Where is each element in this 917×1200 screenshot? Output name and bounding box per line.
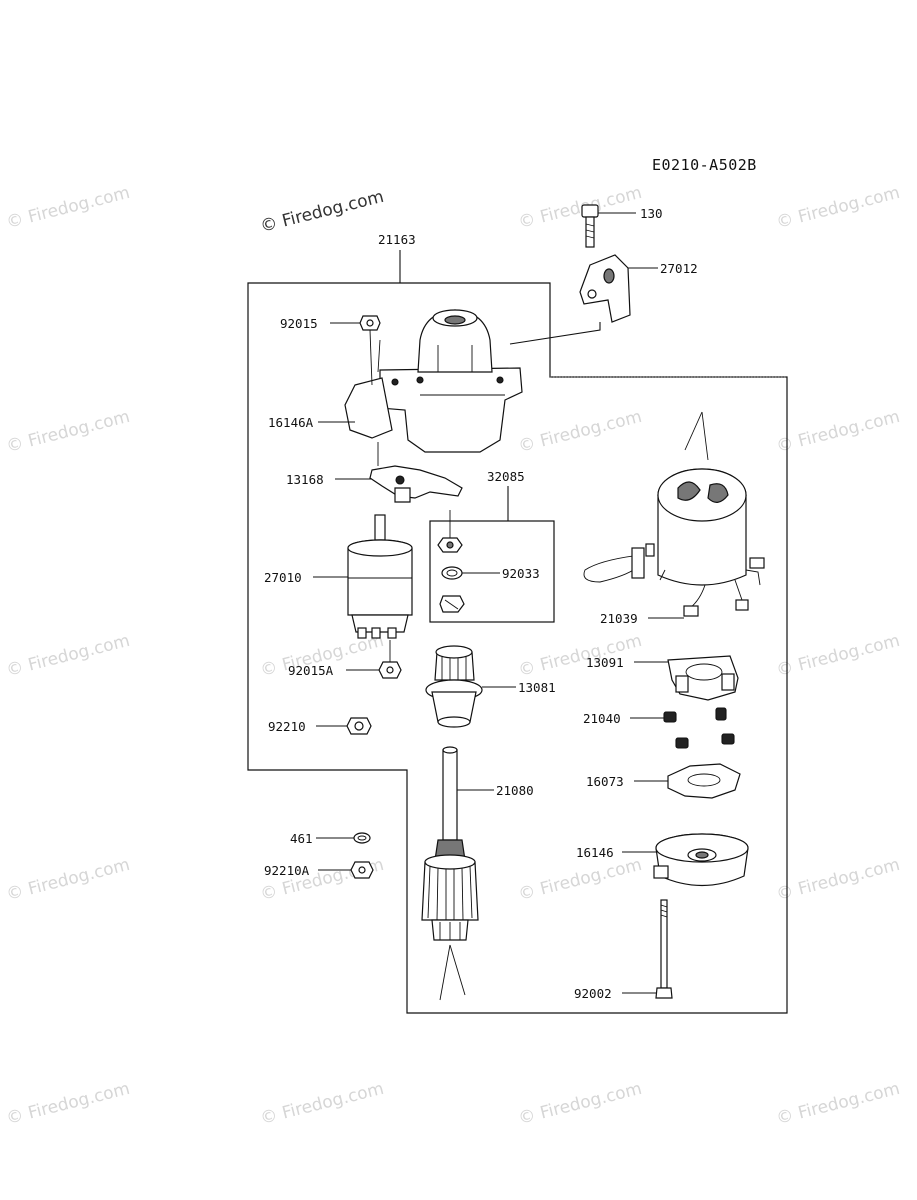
label-21080[interactable]: 21080 <box>496 783 534 798</box>
kit-32085-parts[interactable] <box>437 537 465 613</box>
springs-21040[interactable] <box>663 707 735 749</box>
end-cover-16146[interactable] <box>653 833 749 887</box>
credit-text: © Firedog.com <box>258 187 386 237</box>
watermark: © Firedog.com <box>4 1079 132 1129</box>
label-21163[interactable]: 21163 <box>378 232 416 247</box>
watermark: © Firedog.com <box>774 1079 902 1129</box>
label-92015A[interactable]: 92015A <box>288 663 334 678</box>
watermark: © Firedog.com <box>774 407 902 457</box>
watermark: © Firedog.com <box>4 407 132 457</box>
label-92210A[interactable]: 92210A <box>264 863 310 878</box>
watermark: © Firedog.com <box>4 855 132 905</box>
label-13091[interactable]: 13091 <box>586 655 624 670</box>
watermark: © Firedog.com <box>516 1079 644 1129</box>
watermark: © Firedog.com <box>4 183 132 233</box>
label-130[interactable]: 130 <box>640 206 663 221</box>
bracket-27012[interactable] <box>579 254 631 323</box>
nut-92015A[interactable] <box>378 661 402 679</box>
watermark: © Firedog.com <box>516 855 644 905</box>
label-13168[interactable]: 13168 <box>286 472 324 487</box>
nut-92210A[interactable] <box>350 861 374 879</box>
label-92210[interactable]: 92210 <box>268 719 306 734</box>
shift-lever-13168[interactable] <box>369 465 463 503</box>
label-21039[interactable]: 21039 <box>600 611 638 626</box>
label-16146[interactable]: 16146 <box>576 845 614 860</box>
watermark: © Firedog.com <box>516 183 644 233</box>
watermark: © Firedog.com <box>774 183 902 233</box>
nut-92210[interactable] <box>346 717 372 735</box>
yoke-21039[interactable] <box>583 411 765 617</box>
watermark: © Firedog.com <box>774 631 902 681</box>
washer-461[interactable] <box>353 832 371 844</box>
watermark: © Firedog.com <box>258 1079 386 1129</box>
armature-21080[interactable] <box>421 746 479 1001</box>
label-92033[interactable]: 92033 <box>502 566 540 581</box>
pinion-gear-13081[interactable] <box>425 645 483 728</box>
nut-92015[interactable] <box>359 315 381 331</box>
label-92015[interactable]: 92015 <box>280 316 318 331</box>
housing-16146A[interactable] <box>344 309 523 453</box>
diagram-code: E0210-A502B <box>652 156 757 174</box>
through-bolt-92002[interactable] <box>655 899 673 999</box>
watermark: © Firedog.com <box>516 631 644 681</box>
brush-holder-13091[interactable] <box>667 655 739 701</box>
kit-32085-box <box>429 520 555 623</box>
label-92002[interactable]: 92002 <box>574 986 612 1001</box>
label-13081[interactable]: 13081 <box>518 680 556 695</box>
watermark: © Firedog.com <box>774 855 902 905</box>
solenoid-27010[interactable] <box>347 514 413 639</box>
part-labels: 130 27012 21163 92015 16146A 13168 32085… <box>264 206 698 1001</box>
assembly-21163-outline <box>247 282 788 1014</box>
label-461[interactable]: 461 <box>290 831 313 846</box>
label-16073[interactable]: 16073 <box>586 774 624 789</box>
label-16146A[interactable]: 16146A <box>268 415 314 430</box>
label-27012[interactable]: 27012 <box>660 261 698 276</box>
label-32085[interactable]: 32085 <box>487 469 525 484</box>
watermark: © Firedog.com <box>516 407 644 457</box>
label-27010[interactable]: 27010 <box>264 570 302 585</box>
guide-92015 <box>369 329 373 386</box>
leader-27012-to-housing <box>509 322 601 345</box>
watermark: © Firedog.com <box>4 631 132 681</box>
plate-16073[interactable] <box>667 763 741 799</box>
bolt-130[interactable] <box>581 204 599 248</box>
label-21040[interactable]: 21040 <box>583 711 621 726</box>
